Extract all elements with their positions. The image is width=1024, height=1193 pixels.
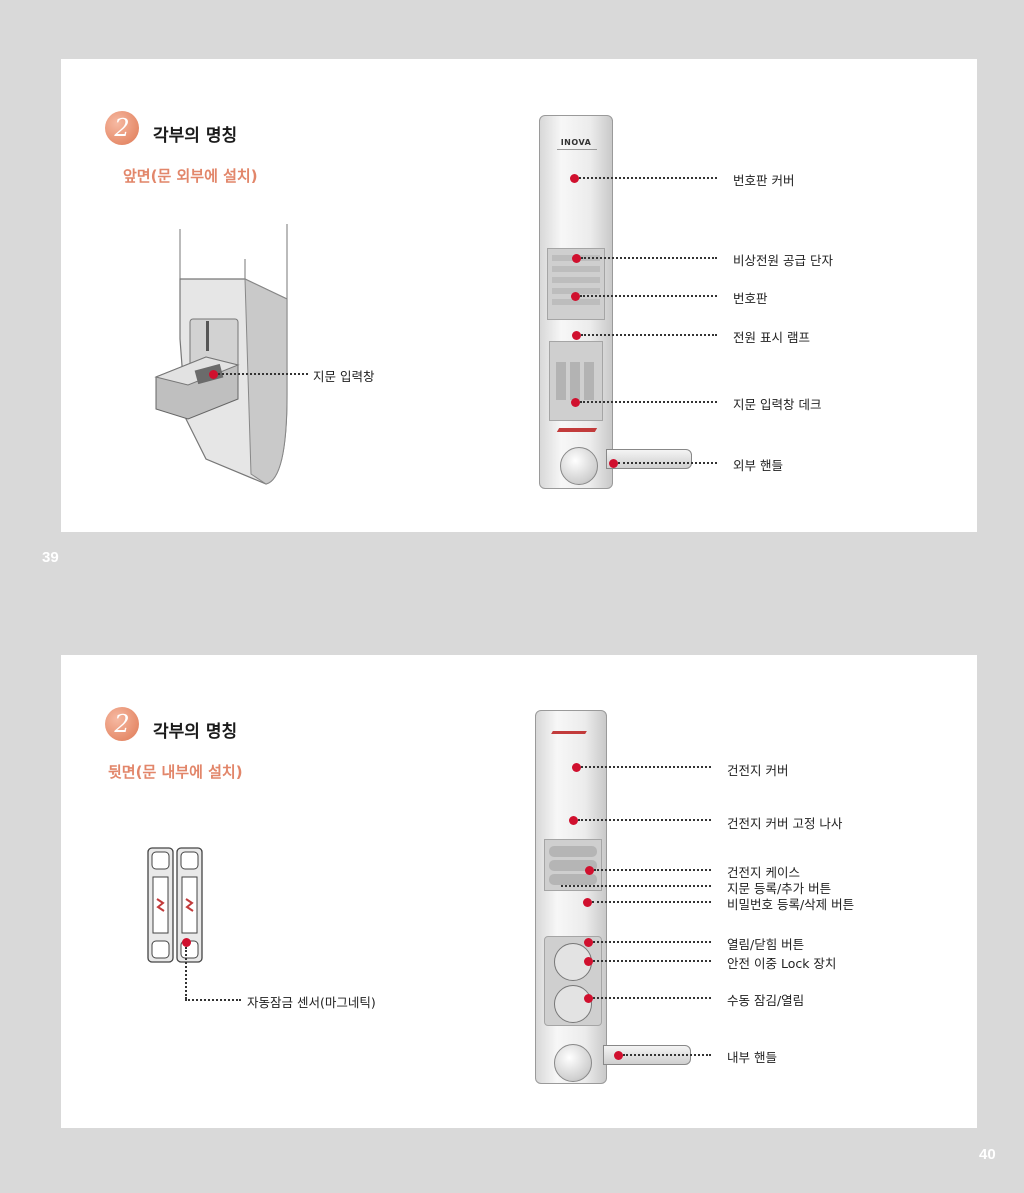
label-manual-lock: 수동 잠김/열림	[727, 993, 805, 1008]
page-number-left: 39	[42, 549, 59, 566]
back-panel: 2 각부의 명칭 뒷면(문 내부에 설치) 자동잠금 센서(마그네틱)	[61, 655, 977, 1128]
battery-case-image	[544, 839, 602, 891]
manual-lock-marker	[583, 993, 593, 1003]
password-button-marker	[582, 897, 592, 907]
label-fingerprint-register-button: 지문 등록/추가 버튼	[727, 881, 832, 896]
back-lock-image	[535, 710, 607, 1084]
label-keypad: 번호판	[733, 291, 768, 306]
leader-line	[218, 373, 308, 375]
leader-line	[594, 869, 711, 871]
magnetic-sensor-label: 자동잠금 센서(마그네틱)	[247, 995, 376, 1010]
back-subheading: 뒷면(문 내부에 설치)	[108, 763, 243, 781]
open-close-button-marker	[583, 937, 593, 947]
label-battery-case: 건전지 케이스	[727, 865, 800, 880]
leader-line	[618, 462, 717, 464]
inner-handle-marker	[613, 1050, 623, 1060]
control-panel-image	[544, 936, 602, 1026]
page-number-right: 40	[979, 1146, 996, 1163]
handle-knob	[560, 447, 598, 485]
leader-line	[580, 401, 717, 403]
fingerprint-deck-image	[549, 341, 603, 421]
leader-line	[581, 766, 711, 768]
label-emergency-power: 비상전원 공급 단자	[733, 253, 833, 268]
leader-line	[185, 999, 241, 1001]
handle-knob	[554, 1044, 592, 1082]
keypad-cover-marker	[569, 173, 579, 183]
leader-line	[579, 177, 717, 179]
battery-cover-marker	[571, 762, 581, 772]
section-heading: 각부의 명칭	[153, 722, 238, 742]
leader-line	[593, 960, 711, 962]
magnetic-sensor-image	[147, 847, 203, 963]
leader-line	[581, 257, 717, 259]
front-panel: 2 각부의 명칭 앞면(문 외부에 설치) 지문 입력창 INOVA	[61, 59, 977, 532]
label-double-lock: 안전 이중 Lock 장치	[727, 956, 837, 971]
outer-handle-bar	[606, 449, 692, 469]
label-power-lamp: 전원 표시 램프	[733, 330, 810, 345]
label-fingerprint-deck: 지문 입력창 데크	[733, 397, 822, 412]
label-outer-handle: 외부 핸들	[733, 458, 783, 473]
fingerprint-deck-marker	[570, 397, 580, 407]
fingerprint-reader-detail-image	[154, 224, 288, 485]
cover-screw-marker	[568, 815, 578, 825]
emergency-power-marker	[571, 253, 581, 263]
section-heading: 각부의 명칭	[153, 126, 238, 146]
brand-logo: INOVA	[560, 138, 592, 147]
fingerprint-window-label: 지문 입력창	[313, 369, 375, 384]
leader-line	[623, 1054, 711, 1056]
leader-line	[592, 901, 711, 903]
keypad-marker	[570, 291, 580, 301]
label-password-button: 비밀번호 등록/삭제 버튼	[727, 897, 855, 912]
label-inner-handle: 내부 핸들	[727, 1050, 777, 1065]
leader-line	[561, 885, 711, 887]
label-keypad-cover: 번호판 커버	[733, 173, 795, 188]
battery-case-marker	[584, 865, 594, 875]
magnetic-sensor-marker	[181, 937, 191, 947]
section-number-badge: 2	[105, 707, 139, 741]
leader-line	[593, 941, 711, 943]
power-lamp-marker	[571, 330, 581, 340]
label-battery-cover: 건전지 커버	[727, 763, 789, 778]
double-lock-marker	[583, 956, 593, 966]
section-number-badge: 2	[105, 111, 139, 145]
leader-line	[581, 334, 717, 336]
fingerprint-window-marker	[208, 369, 218, 379]
front-subheading: 앞면(문 외부에 설치)	[123, 167, 258, 185]
leader-line	[580, 295, 717, 297]
outer-handle-marker	[608, 458, 618, 468]
leader-line	[593, 997, 711, 999]
front-lock-image: INOVA	[539, 115, 613, 489]
leader-line	[578, 819, 711, 821]
label-cover-screw: 건전지 커버 고정 나사	[727, 816, 843, 831]
leader-line	[185, 947, 187, 999]
label-open-close-button: 열림/닫힘 버튼	[727, 937, 805, 952]
